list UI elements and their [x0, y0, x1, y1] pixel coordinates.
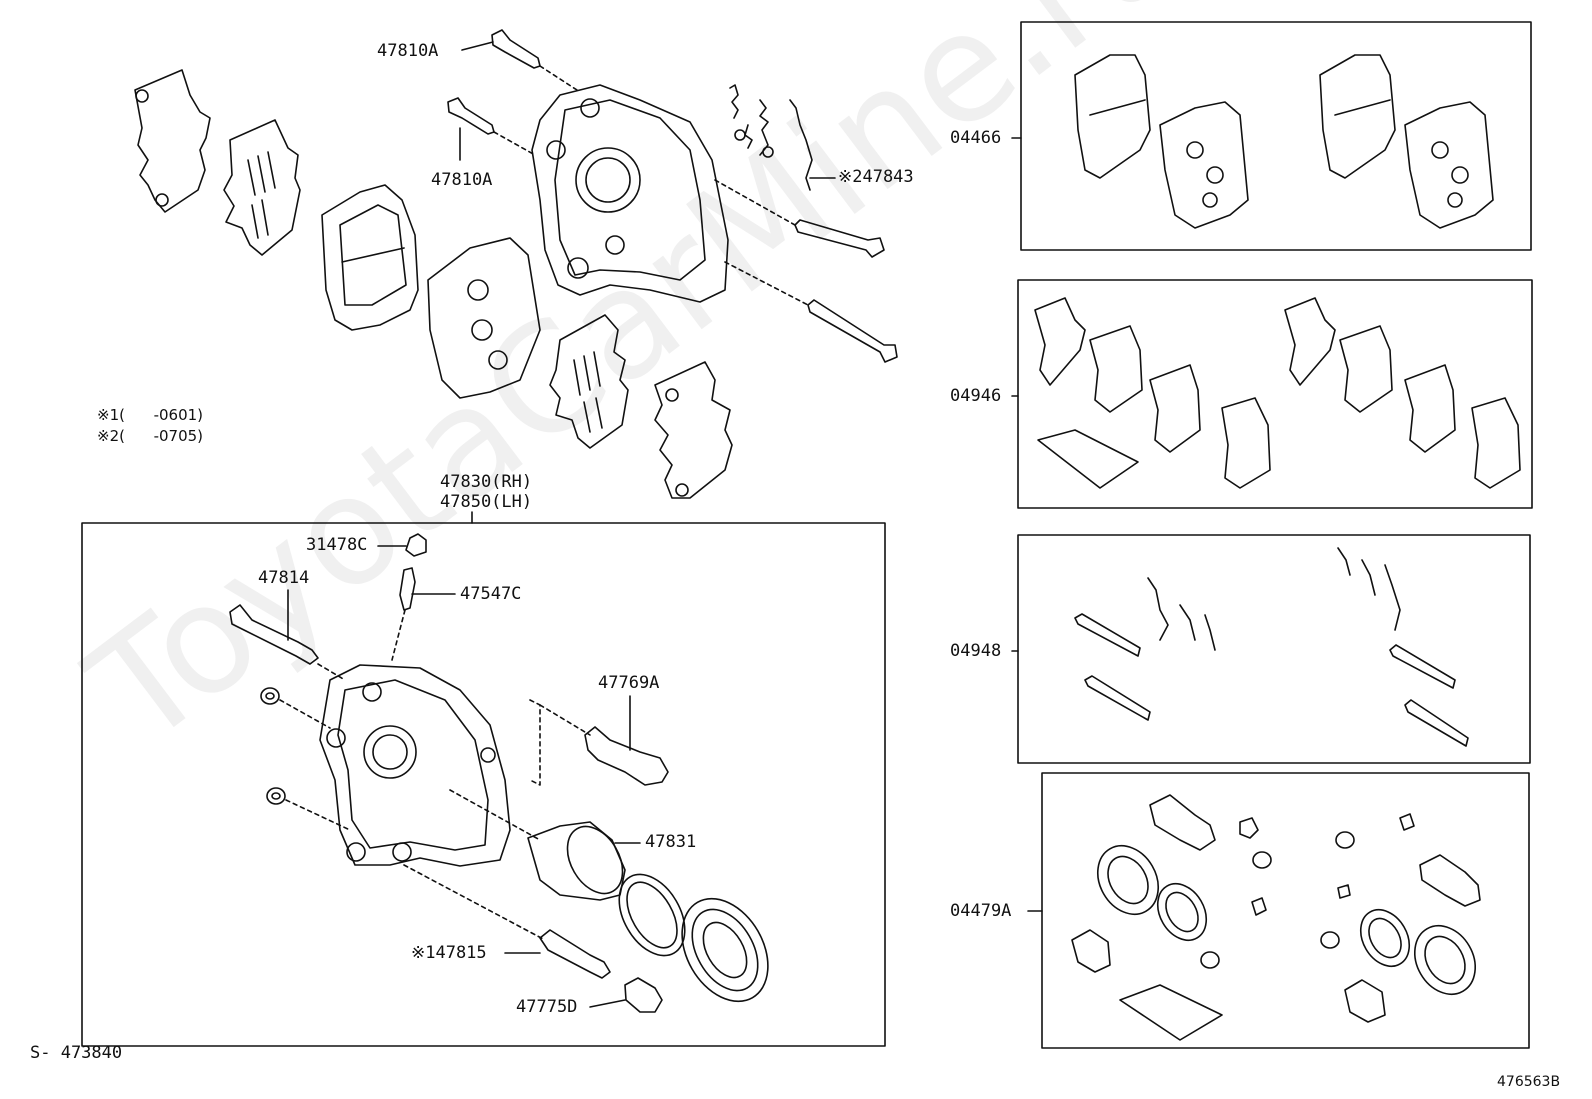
kit-code-04948: 04948	[950, 641, 1002, 661]
callout-47814: 47814	[258, 568, 310, 588]
note-1-range: ( -0601)	[119, 406, 204, 424]
callout-47815: ※147815	[411, 943, 487, 963]
callout-47769a: 47769A	[598, 673, 660, 693]
kit-04948-parts	[1074, 547, 1469, 747]
piston-seal	[618, 873, 686, 957]
kit-box-04479a	[1041, 772, 1530, 1049]
note-2-range: ( -0705)	[119, 427, 204, 445]
boot-47775d	[624, 977, 663, 1013]
kit-04479a-parts	[1071, 794, 1481, 1041]
callout-47810a-top: 47810A	[377, 41, 439, 61]
callout-47810a-mid: 47810A	[431, 170, 493, 190]
bleeder-plug	[399, 567, 416, 611]
callout-31478c: 31478C	[306, 535, 368, 555]
anti-squeal-shim-left	[134, 69, 211, 213]
bolt-47814	[229, 604, 319, 665]
brake-pad-right	[427, 237, 541, 399]
footer-right-code: 476563B	[1497, 1074, 1561, 1090]
bolt-47810a-top	[491, 29, 541, 69]
brake-pad-left	[321, 184, 419, 331]
callout-47775d: 47775D	[516, 997, 578, 1017]
guide-pin-47815	[539, 929, 611, 979]
kit-04466-parts	[1074, 54, 1494, 229]
caliper-body	[319, 664, 511, 867]
kit-code-04466: 04466	[950, 128, 1002, 148]
shim-plate-left	[223, 119, 301, 256]
kit-box-04948	[1017, 534, 1531, 764]
bolt-47810a-mid	[447, 97, 495, 135]
caliper-mounting-top	[531, 84, 729, 303]
slide-sleeve-47769a	[584, 726, 669, 786]
kit-box-04946	[1017, 279, 1533, 509]
note-2-mark: ※2	[97, 427, 120, 445]
kit-04946-parts	[1034, 297, 1521, 489]
shim-plate-right	[549, 314, 629, 449]
caliper-assembly-box	[81, 522, 886, 1047]
caliper-assembly	[229, 533, 769, 1013]
kit-code-04946: 04946	[950, 386, 1002, 406]
note-1: ※1( -0601)	[97, 408, 203, 423]
boot	[681, 897, 769, 1003]
callout-47850-lh: 47850(LH)	[440, 492, 533, 512]
bleeder-cap	[405, 533, 427, 557]
top-assembly	[134, 29, 898, 499]
note-2: ※2( -0705)	[97, 429, 203, 444]
guide-pin-upper	[794, 219, 885, 258]
callout-47830-rh: 47830(RH)	[440, 472, 533, 492]
note-1-mark: ※1	[97, 406, 120, 424]
callout-47831: 47831	[645, 832, 697, 852]
pad-spring-clips	[729, 84, 813, 191]
footer-left-code: S- 473840	[30, 1043, 123, 1063]
guide-pin-lower	[807, 299, 898, 363]
piston-47831	[527, 821, 626, 901]
kit-code-04479a: 04479A	[950, 901, 1012, 921]
kit-box-04466	[1020, 21, 1532, 251]
callout-47843: ※247843	[838, 167, 914, 187]
callout-47547c: 47547C	[460, 584, 522, 604]
anti-squeal-shim-right	[654, 361, 733, 499]
